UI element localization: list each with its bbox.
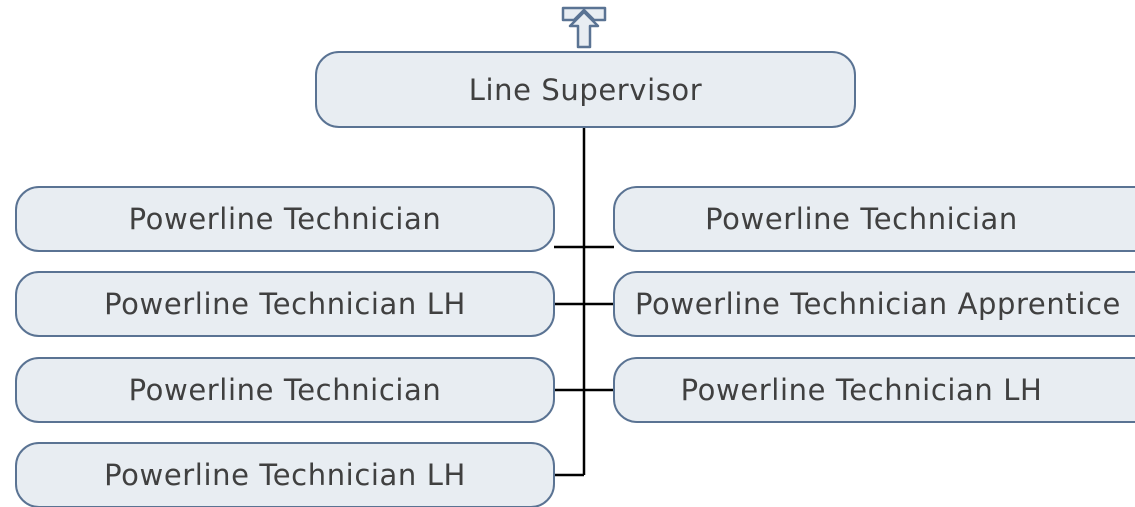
arrow-up-icon[interactable]: [561, 6, 607, 50]
node-label: Powerline Technician: [128, 202, 442, 236]
node-right-2[interactable]: Powerline Technician Apprentice: [613, 271, 1135, 337]
node-label: Powerline Technician: [128, 373, 442, 407]
node-line-supervisor[interactable]: Line Supervisor: [315, 51, 856, 128]
node-left-1[interactable]: Powerline Technician: [15, 186, 555, 252]
node-label: Powerline Technician LH: [104, 458, 466, 492]
node-right-1[interactable]: Powerline Technician: [613, 186, 1135, 252]
node-right-3[interactable]: Powerline Technician LH: [613, 357, 1135, 423]
node-left-3[interactable]: Powerline Technician: [15, 357, 555, 423]
node-label: Powerline Technician LH: [680, 373, 1043, 407]
node-left-4[interactable]: Powerline Technician LH: [15, 442, 555, 507]
node-label: Line Supervisor: [468, 72, 703, 107]
node-label: Powerline Technician: [705, 202, 1018, 236]
node-left-2[interactable]: Powerline Technician LH: [15, 271, 555, 337]
node-label: Powerline Technician Apprentice: [635, 287, 1121, 321]
node-label: Powerline Technician LH: [104, 287, 466, 321]
